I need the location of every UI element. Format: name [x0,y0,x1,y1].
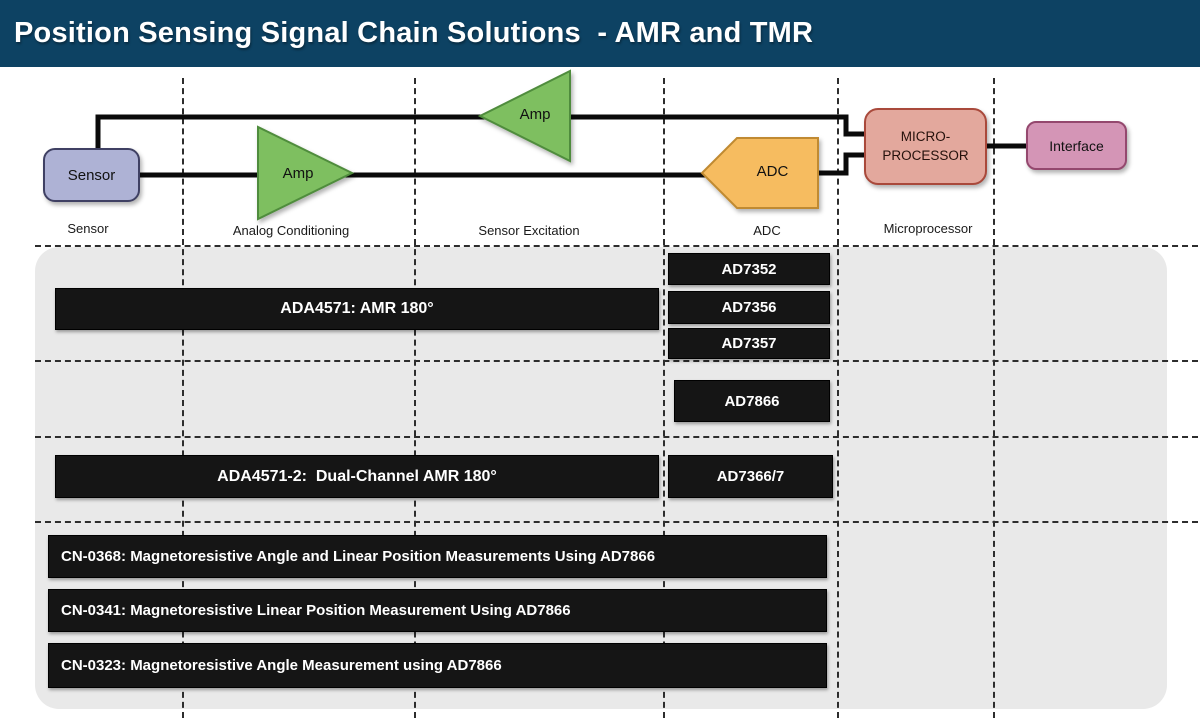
product-bar-ad7352[interactable]: AD7352 [668,253,830,285]
row-divider-3 [35,436,1198,438]
product-bar-ada4571-2[interactable]: ADA4571-2: Dual-Channel AMR 180° [55,455,659,498]
amp-excitation-label: Amp [519,106,551,123]
column-divider-3 [663,78,665,718]
microprocessor-label-line2: PROCESSOR [882,147,969,163]
column-divider-4 [837,78,839,718]
column-label-sensor: Sensor [67,221,109,236]
column-label-microprocessor: Microprocessor [883,221,973,236]
product-bar-ad7356[interactable]: AD7356 [668,291,830,324]
interface-node: Interface [1026,121,1127,170]
row-divider-1 [35,245,1198,247]
product-bar-ada4571[interactable]: ADA4571: AMR 180° [55,288,659,330]
column-label-adc: ADC [753,223,781,238]
product-bar-ad7866[interactable]: AD7866 [674,380,830,422]
column-label-sensor-excitation: Sensor Excitation [478,223,580,238]
sensor-node: Sensor [43,148,140,202]
column-divider-1 [182,78,184,718]
adc-shape-label: ADC [756,163,789,180]
wire-adc-to-micro [816,152,864,176]
reference-design-cn0323[interactable]: CN-0323: Magnetoresistive Angle Measurem… [48,643,827,688]
microprocessor-label-line1: MICRO- [900,129,951,145]
reference-design-cn0368[interactable]: CN-0368: Magnetoresistive Angle and Line… [48,535,827,578]
page-title: Position Sensing Signal Chain Solutions … [14,17,814,49]
column-divider-5 [993,78,995,718]
row-divider-4 [35,521,1198,523]
product-bar-ad7366-7[interactable]: AD7366/7 [668,455,833,498]
wire-sensor-excitation [95,114,864,150]
interface-node-label: Interface [1049,137,1104,154]
sensor-node-label: Sensor [67,166,116,184]
microprocessor-node: MICRO- PROCESSOR [864,108,987,185]
title-bar: Position Sensing Signal Chain Solutions … [0,0,1200,67]
row-divider-2 [35,360,1198,362]
column-label-analog-conditioning: Analog Conditioning [232,223,350,238]
product-bar-ad7357[interactable]: AD7357 [668,328,830,359]
reference-design-cn0341[interactable]: CN-0341: Magnetoresistive Linear Positio… [48,589,827,632]
amp-forward-label: Amp [282,165,314,182]
column-divider-2 [414,78,416,718]
